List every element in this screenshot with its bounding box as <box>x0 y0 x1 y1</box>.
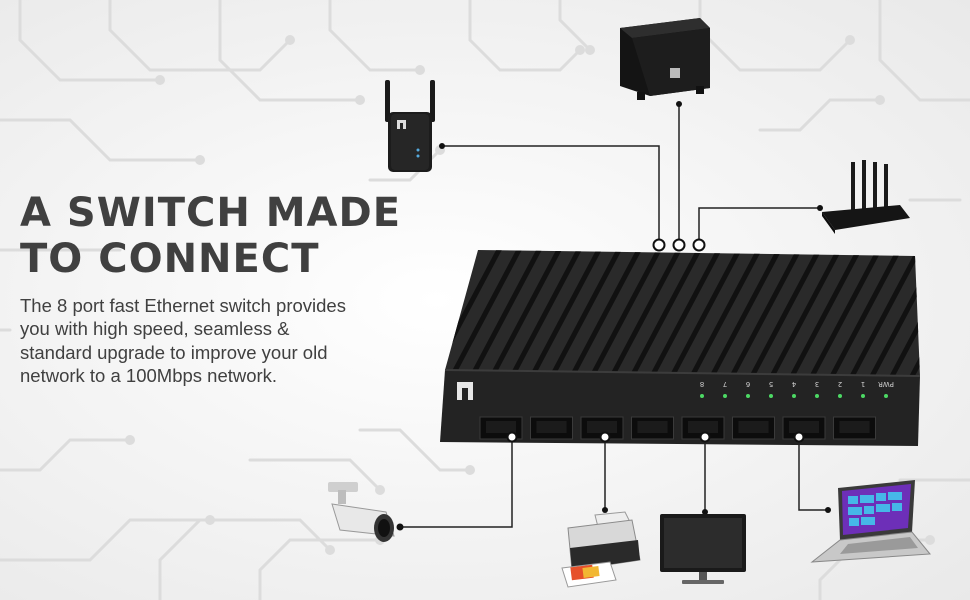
security-camera-icon <box>328 482 395 542</box>
ethernet-port-inner-2 <box>536 421 567 433</box>
port-label-7: 7 <box>723 380 727 388</box>
ethernet-port-inner-5 <box>688 421 718 433</box>
led-2 <box>838 394 842 398</box>
port-label-4: 4 <box>791 380 796 388</box>
led-3 <box>815 394 819 398</box>
led-1 <box>861 394 865 398</box>
port-connector-3 <box>599 431 611 443</box>
led-pwr <box>884 394 888 398</box>
top-connectors <box>652 238 706 252</box>
ethernet-port-inner-3 <box>587 421 617 433</box>
ethernet-switch: PWR 1 2 3 4 5 6 7 8 <box>440 250 921 446</box>
port-connector-5 <box>699 431 711 443</box>
monitor-icon <box>660 514 746 584</box>
ethernet-port-inner-6 <box>738 421 769 433</box>
port-label-1: 1 <box>861 380 865 388</box>
port-label-6: 6 <box>745 380 750 388</box>
port-leds <box>700 394 888 398</box>
port-label-8: 8 <box>700 380 704 388</box>
port-label-2: 2 <box>838 380 842 388</box>
printer-icon <box>561 511 641 588</box>
ethernet-port-inner-7 <box>789 421 819 433</box>
ethernet-ports <box>479 416 876 443</box>
wireless-router-icon <box>822 160 910 234</box>
port-label-pwr: PWR <box>878 380 894 388</box>
brand-logo <box>457 382 473 400</box>
ethernet-port-inner-4 <box>637 421 668 433</box>
wifi-extender-icon <box>385 80 435 172</box>
port-label-3: 3 <box>815 380 819 388</box>
led-4 <box>792 394 796 398</box>
router-line <box>698 207 818 240</box>
line-end-dots <box>396 101 831 531</box>
led-6 <box>746 394 750 398</box>
extender-line <box>442 145 660 240</box>
camera-line <box>402 440 513 528</box>
port-connector-1 <box>506 431 518 443</box>
laptop-icon <box>810 480 932 563</box>
product-description: The 8 port fast Ethernet switch provides… <box>20 295 346 387</box>
port-labels: PWR 1 2 3 4 5 6 7 8 <box>700 380 894 388</box>
led-8 <box>700 394 704 398</box>
subwoofer-speaker-icon <box>620 18 710 100</box>
ethernet-port-inner-1 <box>486 421 516 433</box>
port-label-5: 5 <box>769 380 773 388</box>
headline-line-1: A SWITCH MADE <box>20 190 402 236</box>
connection-lines <box>402 106 828 528</box>
ethernet-port-inner-8 <box>839 421 870 433</box>
led-7 <box>723 394 727 398</box>
headline-line-2: TO CONNECT <box>20 236 320 282</box>
led-5 <box>769 394 773 398</box>
headline: A SWITCH MADE TO CONNECT <box>20 190 401 282</box>
port-connector-7 <box>793 431 805 443</box>
laptop-line <box>798 440 828 511</box>
